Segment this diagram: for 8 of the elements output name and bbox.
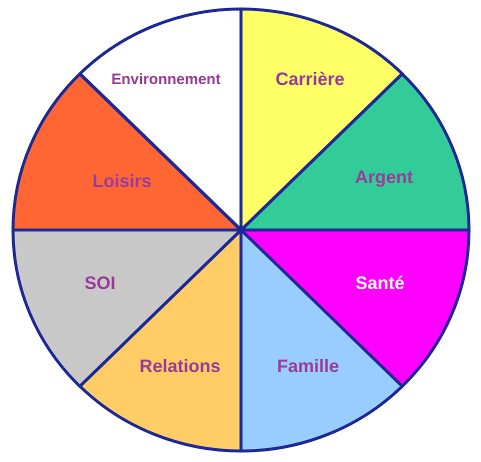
segment-label: Relations <box>139 357 220 377</box>
segment-label: Carrière <box>275 70 345 90</box>
segment-label: Argent <box>355 168 413 188</box>
segment-label: SOI <box>84 274 116 294</box>
segment-label: Environnement <box>111 72 221 88</box>
segment-label: Loisirs <box>92 172 152 192</box>
segment-label: Santé <box>355 274 405 294</box>
segment-label: Famille <box>276 357 340 377</box>
